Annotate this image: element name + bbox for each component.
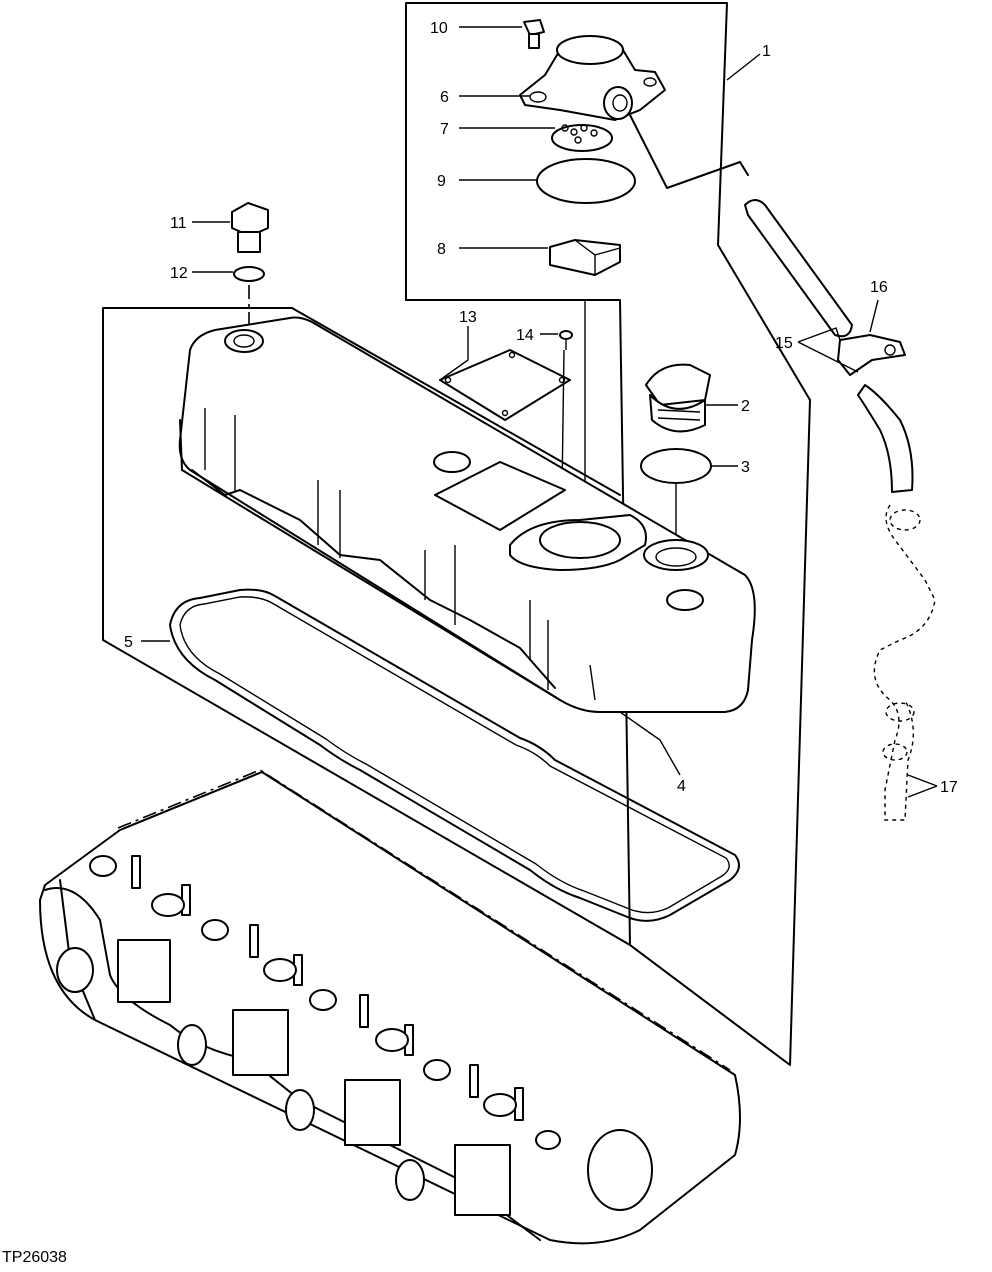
breather-baffle (551, 124, 613, 152)
hose-ghost-extension (873, 504, 936, 821)
oil-filler-cap (645, 363, 711, 433)
callout-11: 11 (170, 215, 187, 232)
callout-1: 1 (762, 43, 771, 60)
callout-17: 17 (940, 779, 958, 796)
figure-id-label: TP26038 (2, 1249, 67, 1266)
cylinder-head (39, 769, 741, 1245)
callout-14: 14 (516, 327, 534, 344)
callout-15: 15 (775, 335, 793, 352)
hose-clamp (837, 334, 906, 376)
hose-leader (629, 114, 749, 189)
breather-housing (519, 35, 666, 121)
rocker-arm-cover (178, 316, 756, 713)
plate-screw (559, 330, 573, 350)
screw-centerline (561, 349, 565, 491)
breather-o-ring (536, 158, 636, 204)
breather-bolt (523, 19, 545, 49)
cover-frame-lower-edge (102, 639, 631, 946)
rocker-cover-gasket-inner (179, 596, 730, 914)
callout-16: 16 (870, 279, 888, 296)
callout-5: 5 (124, 634, 133, 651)
callout-13: 13 (459, 309, 477, 326)
callout-3: 3 (741, 459, 750, 476)
callout-8: 8 (437, 241, 446, 258)
filler-cap-o-ring (640, 448, 712, 484)
cover-group-frame (102, 307, 621, 641)
cover-plate (439, 349, 571, 421)
callout-10: 10 (430, 20, 448, 37)
plug-washer (233, 266, 265, 282)
callout-9: 9 (437, 173, 446, 190)
callout-2: 2 (741, 398, 750, 415)
callout-6: 6 (440, 89, 449, 106)
callout-12: 12 (170, 265, 188, 282)
callout-7: 7 (440, 121, 449, 138)
leader-lines (141, 26, 938, 798)
callout-4: 4 (677, 778, 686, 795)
breather-element (549, 239, 621, 276)
plug-bolt (231, 202, 269, 253)
rocker-cover-gasket (169, 588, 740, 922)
